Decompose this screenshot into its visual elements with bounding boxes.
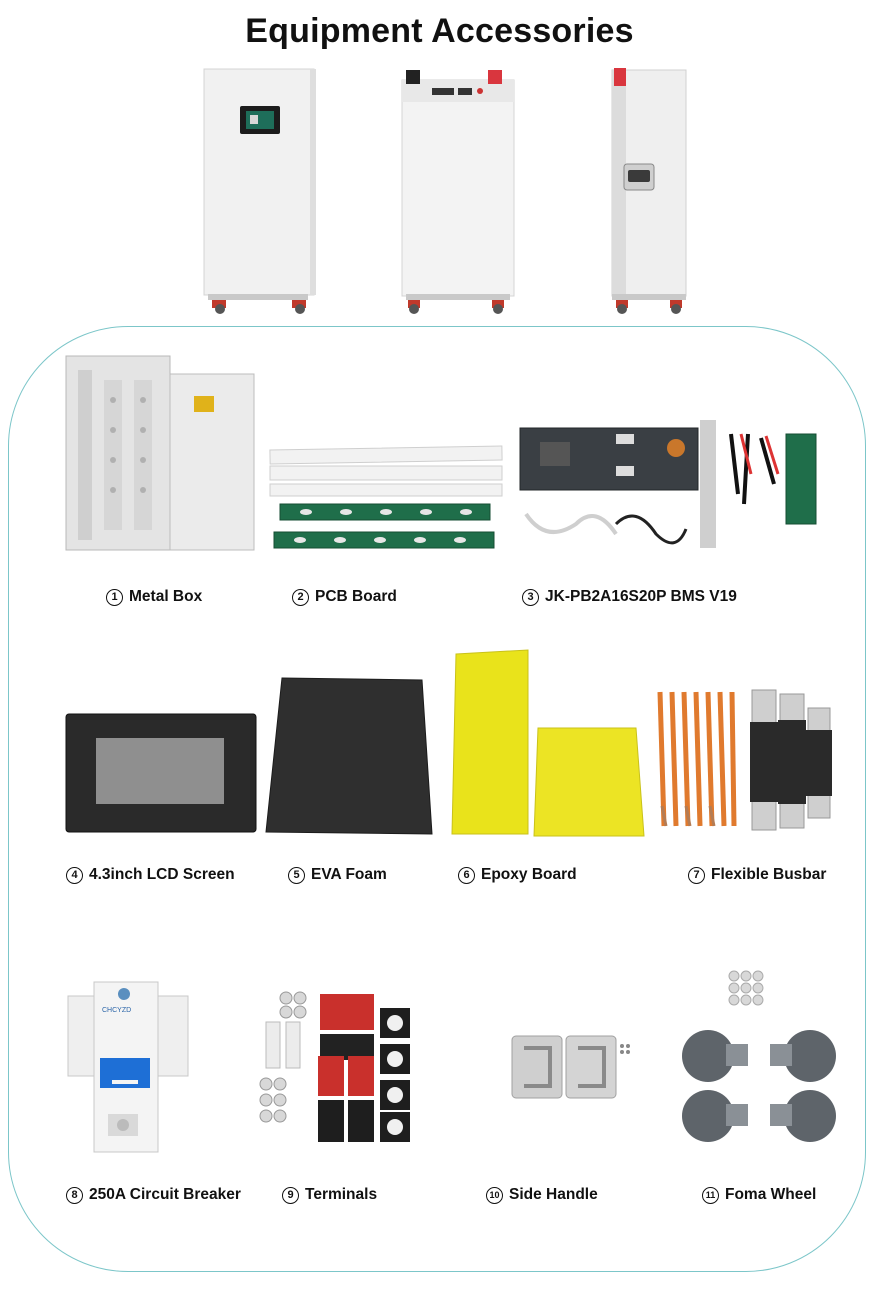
item-caption-5: 5 EVA Foam [288, 866, 387, 884]
item-number-6: 6 [458, 866, 475, 884]
item-label-4: 4.3inch LCD Screen [89, 866, 235, 883]
lcd-screen-icon [65, 713, 257, 833]
item-number-11: 11 [702, 1186, 719, 1204]
item-label-11: Foma Wheel [725, 1186, 817, 1203]
epoxy-board-icon [451, 649, 645, 837]
item-caption-2: 2 PCB Board [292, 588, 397, 606]
item-caption-8: 8 250A Circuit Breaker [66, 1186, 241, 1204]
eva-foam-icon [265, 677, 433, 835]
item-caption-6: 6 Epoxy Board [458, 866, 577, 884]
circuit-breaker-icon: CHCYZD [67, 981, 189, 1153]
item-label-9: Terminals [305, 1186, 378, 1203]
pcb-board-icon [269, 445, 503, 549]
item-label-3: JK-PB2A16S20P BMS V19 [545, 588, 737, 605]
battery-cabinet-side-image [611, 68, 687, 314]
item-caption-3: 3 JK-PB2A16S20P BMS V19 [522, 588, 737, 606]
item-number-8: 8 [66, 1186, 83, 1204]
item-label-2: PCB Board [315, 588, 397, 605]
item-label-1: Metal Box [129, 588, 203, 605]
item-number-7: 7 [688, 866, 705, 884]
item-caption-9: 9 Terminals [282, 1186, 377, 1204]
metal-box-icon [65, 355, 255, 551]
side-handle-icon [511, 1035, 630, 1099]
foma-wheel-icon [682, 970, 836, 1142]
page-title: Equipment Accessories [245, 12, 634, 50]
item-number-9: 9 [282, 1186, 299, 1204]
item-number-3: 3 [522, 588, 539, 606]
accessories-panel [8, 326, 866, 1272]
item-label-6: Epoxy Board [481, 866, 577, 883]
flexible-busbar-icon [657, 689, 832, 831]
item-label-10: Side Handle [509, 1186, 598, 1203]
item-number-2: 2 [292, 588, 309, 606]
item-number-10: 10 [486, 1186, 503, 1204]
item-number-4: 4 [66, 866, 83, 884]
item-caption-10: 10 Side Handle [486, 1186, 598, 1204]
breaker-label: CHCYZD [102, 1007, 131, 1014]
battery-cabinet-back-image [401, 70, 515, 314]
item-label-5: EVA Foam [311, 866, 387, 883]
bms-icon [519, 420, 817, 548]
item-caption-4: 4 4.3inch LCD Screen [66, 866, 235, 884]
item-caption-7: 7 Flexible Busbar [688, 866, 826, 884]
item-number-5: 5 [288, 866, 305, 884]
terminals-icon [259, 991, 410, 1142]
item-label-8: 250A Circuit Breaker [89, 1186, 241, 1203]
item-label-7: Flexible Busbar [711, 866, 827, 883]
item-caption-11: 11 Foma Wheel [702, 1186, 816, 1204]
item-caption-1: 1 Metal Box [106, 588, 202, 606]
battery-cabinet-front-image [203, 68, 316, 314]
item-number-1: 1 [106, 588, 123, 606]
